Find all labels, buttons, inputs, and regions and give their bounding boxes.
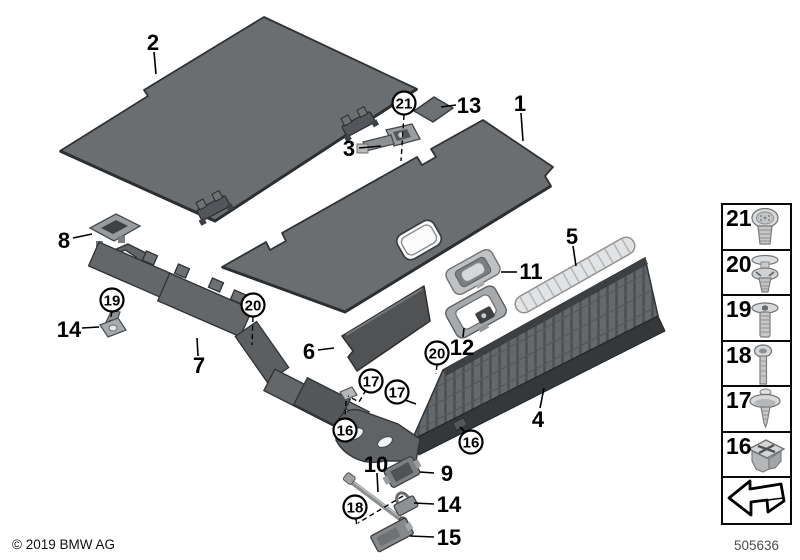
- diagram-number: 505636: [733, 538, 780, 553]
- legend-number: 17: [726, 387, 752, 413]
- callout-13[interactable]: 13: [457, 93, 481, 118]
- callout-14-bottom[interactable]: 14: [437, 492, 462, 517]
- legend-item-19[interactable]: 19: [721, 294, 792, 342]
- bracket-9: [382, 456, 422, 488]
- callout-6[interactable]: 6: [303, 339, 315, 364]
- foam-insert-block-6: [341, 285, 431, 372]
- svg-text:18: 18: [347, 500, 364, 517]
- callout-1[interactable]: 1: [514, 91, 526, 116]
- svg-text:17: 17: [363, 374, 380, 391]
- hinge-bracket: [340, 105, 380, 142]
- callout-9[interactable]: 9: [441, 461, 453, 486]
- legend-item-20[interactable]: 20: [721, 248, 792, 296]
- legend-number: 21: [726, 205, 752, 231]
- fastening-clip: [339, 386, 358, 401]
- svg-text:20: 20: [245, 298, 262, 315]
- legend-number: 16: [726, 432, 752, 459]
- legend-item-21[interactable]: 21: [721, 203, 792, 251]
- callout-18-circled[interactable]: 18: [342, 494, 368, 520]
- side-support-rail-7: [87, 241, 370, 428]
- svg-text:20: 20: [429, 346, 446, 363]
- legend-direction-box[interactable]: [721, 476, 792, 525]
- callout-8[interactable]: 8: [58, 228, 70, 253]
- direction-arrow-icon: [727, 479, 786, 517]
- callout-19-circled[interactable]: 19: [99, 287, 125, 313]
- svg-text:16: 16: [463, 435, 480, 452]
- copyright-text: © 2019 BMW AG: [12, 537, 115, 552]
- leader-lines: [72, 51, 577, 538]
- callout-3[interactable]: 3: [343, 136, 355, 161]
- svg-text:21: 21: [396, 96, 413, 113]
- handle-cover-11: [445, 248, 501, 296]
- callout-10[interactable]: 10: [364, 452, 388, 477]
- legend-number: 19: [726, 296, 752, 322]
- callout-14-left[interactable]: 14: [57, 317, 82, 342]
- sill-protection-strip-5: [514, 236, 636, 314]
- expanding-rivet-icon: [751, 254, 779, 293]
- svg-text:16: 16: [337, 423, 354, 440]
- svg-text:17: 17: [389, 385, 406, 402]
- fastener-legend: 21 20 19 18: [721, 203, 792, 525]
- callout-17-circled-right[interactable]: 17: [384, 379, 410, 405]
- mounting-bracket-8: [88, 213, 142, 248]
- handle-cutout: [395, 219, 443, 261]
- callout-20-circled-right[interactable]: 20: [424, 340, 450, 366]
- callout-11[interactable]: 11: [519, 259, 542, 284]
- handle-frame-12: [445, 285, 507, 339]
- cover-plate-15: [370, 517, 414, 553]
- washer-screw-icon: [749, 388, 781, 429]
- callout-2[interactable]: 2: [147, 30, 159, 55]
- callout-21-circled[interactable]: 21: [391, 90, 417, 116]
- legend-item-16[interactable]: 16: [721, 430, 792, 478]
- hook-clip-14-left: [99, 309, 127, 338]
- callout-4[interactable]: 4: [532, 407, 545, 432]
- callout-5[interactable]: 5: [566, 224, 578, 249]
- long-screw-icon: [753, 343, 773, 385]
- floor-panel-lock-3: [356, 123, 421, 154]
- callout-16-circled-left[interactable]: 16: [332, 417, 358, 443]
- legend-item-18[interactable]: 18: [721, 339, 792, 387]
- panel-end-bracket: [335, 408, 421, 464]
- legend-item-17[interactable]: 17: [721, 385, 792, 433]
- countersunk-screw-icon: [751, 302, 779, 338]
- partition-trim-panel-4: [335, 256, 666, 464]
- callout-12[interactable]: 12: [450, 335, 474, 360]
- hinge-bracket: [195, 189, 235, 226]
- hook-clip-14-bottom: [393, 491, 419, 517]
- legend-number: 20: [726, 250, 752, 277]
- callout-7[interactable]: 7: [193, 353, 205, 378]
- fastener-axis-lines: [109, 114, 438, 528]
- legend-number: 18: [726, 341, 752, 368]
- callout-15[interactable]: 15: [437, 525, 461, 550]
- floor-carpet-panel-1: [221, 119, 554, 314]
- torx-screw-icon: [751, 207, 779, 245]
- svg-text:19: 19: [104, 293, 121, 310]
- callout-20-circled-left[interactable]: 20: [240, 292, 266, 318]
- expanding-nut-icon: [747, 438, 786, 473]
- callout-17-circled-left[interactable]: 17: [358, 368, 384, 394]
- spacer-pad-13: [412, 96, 455, 123]
- callout-16-circled-right[interactable]: 16: [458, 429, 484, 455]
